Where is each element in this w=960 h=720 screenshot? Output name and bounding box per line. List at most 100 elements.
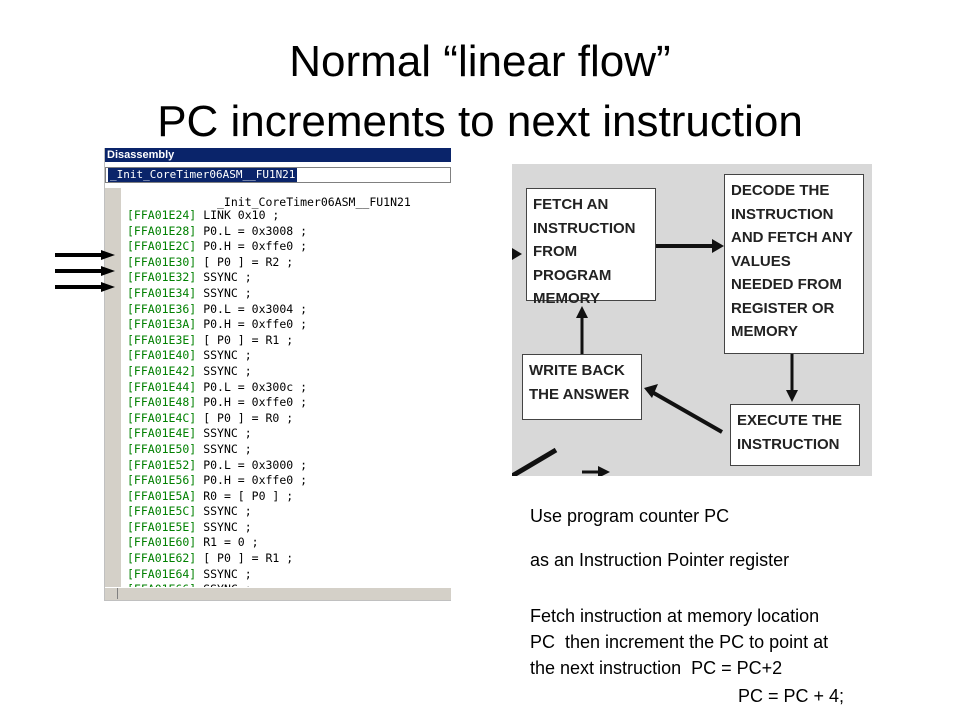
instruction-address: [FFA01E4E] (127, 426, 197, 441)
disassembly-row[interactable]: [FFA01E4E] SSYNC ; (127, 426, 307, 442)
instruction-address: [FFA01E4C] (127, 410, 197, 425)
instruction-text: SSYNC ; (203, 441, 252, 456)
instruction-text: P0.L = 0x300c ; (203, 379, 308, 394)
write-back-step-label: WRITE BACK THE ANSWER (529, 362, 630, 403)
disassembly-row[interactable]: [FFA01E3E] [ P0 ] = R1 ; (127, 333, 307, 349)
note-line: PC = PC + 4; (738, 686, 845, 706)
instruction-text: P0.L = 0x3000 ; (203, 457, 308, 472)
slide-title-line2: PC increments to next instruction (157, 97, 803, 146)
note-line: as an Instruction Pointer register (530, 550, 790, 570)
instruction-address: [FFA01E64] (127, 566, 197, 581)
note-line: Use program counter PC (530, 506, 730, 526)
instruction-address: [FFA01E34] (127, 285, 197, 300)
fetch-step-box: FETCH AN INSTRUCTION FROM PROGRAM MEMORY (526, 188, 656, 307)
disassembly-row[interactable]: [FFA01E50] SSYNC ; (127, 442, 307, 458)
instruction-address: [FFA01E30] (127, 254, 197, 269)
instruction-text: [ P0 ] = R1 ; (203, 332, 294, 347)
decode-step-label: DECODE THE INSTRUCTION AND FETCH ANY VAL… (731, 182, 853, 340)
instruction-text: R1 = 0 ; (203, 535, 259, 550)
disassembly-row[interactable]: [FFA01E5C] SSYNC ; (127, 504, 307, 520)
disassembly-row[interactable]: [FFA01E56] P0.H = 0xffe0 ; (127, 473, 307, 489)
instruction-address: [FFA01E62] (127, 551, 197, 566)
arrow-in-icon (512, 248, 522, 260)
disassembly-listing[interactable]: _Init_CoreTimer06ASM__FU1N21 [FFA01E24] … (105, 188, 451, 596)
scroll-left-button[interactable] (105, 588, 118, 599)
disassembly-row[interactable]: [FFA01E24] LINK 0x10 ; (127, 208, 307, 224)
instruction-address: [FFA01E3E] (127, 332, 197, 347)
disassembly-window: Disassembly _Init_CoreTimer06ASM__FU1N21… (104, 148, 451, 601)
disassembly-row[interactable]: [FFA01E52] P0.L = 0x3000 ; (127, 458, 307, 474)
instruction-address: [FFA01E36] (127, 301, 197, 316)
instruction-text: P0.H = 0xffe0 ; (203, 317, 308, 332)
diagram-arrows (512, 239, 798, 476)
disassembly-row[interactable]: [FFA01E60] R1 = 0 ; (127, 535, 307, 551)
execute-step-label: EXECUTE THE INSTRUCTION (737, 412, 843, 453)
arrow-icon (55, 250, 115, 260)
instruction-text: SSYNC ; (203, 270, 252, 285)
disassembly-row[interactable]: [FFA01E5E] SSYNC ; (127, 520, 307, 536)
disassembly-title-bar: Disassembly (105, 148, 451, 162)
note-line: the next instruction PC = PC+2 (530, 658, 783, 678)
breakpoint-gutter[interactable] (105, 188, 121, 588)
fetch-step-label: FETCH AN INSTRUCTION FROM PROGRAM MEMORY (533, 196, 636, 307)
instruction-text: SSYNC ; (203, 566, 252, 581)
instruction-address: [FFA01E3A] (127, 317, 197, 332)
disassembly-row[interactable]: [FFA01E5A] R0 = [ P0 ] ; (127, 489, 307, 505)
instruction-address: [FFA01E40] (127, 348, 197, 363)
instruction-list: [FFA01E24] LINK 0x10 ;[FFA01E28] P0.L = … (127, 208, 307, 598)
disassembly-row[interactable]: [FFA01E28] P0.L = 0x3008 ; (127, 224, 307, 240)
pointer-arrows (55, 250, 115, 292)
instruction-address: [FFA01E32] (127, 270, 197, 285)
instruction-address: [FFA01E2C] (127, 239, 197, 254)
instruction-address: [FFA01E52] (127, 457, 197, 472)
instruction-address: [FFA01E42] (127, 363, 197, 378)
disassembly-row[interactable]: [FFA01E64] SSYNC ; (127, 567, 307, 583)
instruction-text: SSYNC ; (203, 426, 252, 441)
disassembly-row[interactable]: [FFA01E32] SSYNC ; (127, 270, 307, 286)
instruction-address: [FFA01E5C] (127, 504, 197, 519)
disassembly-row[interactable]: [FFA01E62] [ P0 ] = R1 ; (127, 551, 307, 567)
disassembly-row[interactable]: [FFA01E3A] P0.H = 0xffe0 ; (127, 317, 307, 333)
instruction-text: [ P0 ] = R0 ; (203, 410, 294, 425)
arrow-icon (55, 266, 115, 276)
disassembly-row[interactable]: [FFA01E4C] [ P0 ] = R0 ; (127, 411, 307, 427)
instruction-text: P0.L = 0x3004 ; (203, 301, 308, 316)
instruction-address: [FFA01E44] (127, 379, 197, 394)
disassembly-row[interactable]: [FFA01E40] SSYNC ; (127, 348, 307, 364)
arrow-icon (55, 282, 115, 292)
arrow-execute-write (651, 390, 723, 434)
disassembly-row[interactable]: [FFA01E48] P0.H = 0xffe0 ; (127, 395, 307, 411)
instruction-text: SSYNC ; (203, 519, 252, 534)
execute-step-box: EXECUTE THE INSTRUCTION (730, 404, 860, 466)
instruction-text: SSYNC ; (203, 348, 252, 363)
function-selector[interactable]: _Init_CoreTimer06ASM__FU1N21 (105, 167, 451, 183)
instruction-address: [FFA01E60] (127, 535, 197, 550)
instruction-address: [FFA01E50] (127, 441, 197, 456)
instruction-address: [FFA01E56] (127, 473, 197, 488)
instruction-text: [ P0 ] = R2 ; (203, 254, 294, 269)
disassembly-row[interactable]: [FFA01E36] P0.L = 0x3004 ; (127, 302, 307, 318)
instruction-text: LINK 0x10 ; (203, 208, 280, 222)
disassembly-row[interactable]: [FFA01E2C] P0.H = 0xffe0 ; (127, 239, 307, 255)
function-selector-value: _Init_CoreTimer06ASM__FU1N21 (108, 168, 298, 182)
decode-step-box: DECODE THE INSTRUCTION AND FETCH ANY VAL… (724, 174, 864, 354)
function-label: _Init_CoreTimer06ASM__FU1N21 (217, 195, 411, 209)
instruction-text: SSYNC ; (203, 504, 252, 519)
disassembly-row[interactable]: [FFA01E42] SSYNC ; (127, 364, 307, 380)
instruction-text: SSYNC ; (203, 285, 252, 300)
instruction-address: [FFA01E28] (127, 223, 197, 238)
instruction-address: [FFA01E24] (127, 208, 197, 222)
disassembly-row[interactable]: [FFA01E34] SSYNC ; (127, 286, 307, 302)
instruction-address: [FFA01E48] (127, 395, 197, 410)
disassembly-row[interactable]: [FFA01E44] P0.L = 0x300c ; (127, 380, 307, 396)
note-line: PC then increment the PC to point at (530, 632, 829, 652)
instruction-text: P0.L = 0x3008 ; (203, 223, 308, 238)
instruction-text: P0.H = 0xffe0 ; (203, 395, 308, 410)
instruction-address: [FFA01E5E] (127, 519, 197, 534)
slide-title-line1: Normal “linear flow” (289, 37, 671, 86)
disassembly-row[interactable]: [FFA01E30] [ P0 ] = R2 ; (127, 255, 307, 271)
instruction-text: [ P0 ] = R1 ; (203, 551, 294, 566)
instruction-text: SSYNC ; (203, 363, 252, 378)
horizontal-scrollbar[interactable] (105, 587, 451, 600)
instruction-address: [FFA01E5A] (127, 488, 197, 503)
